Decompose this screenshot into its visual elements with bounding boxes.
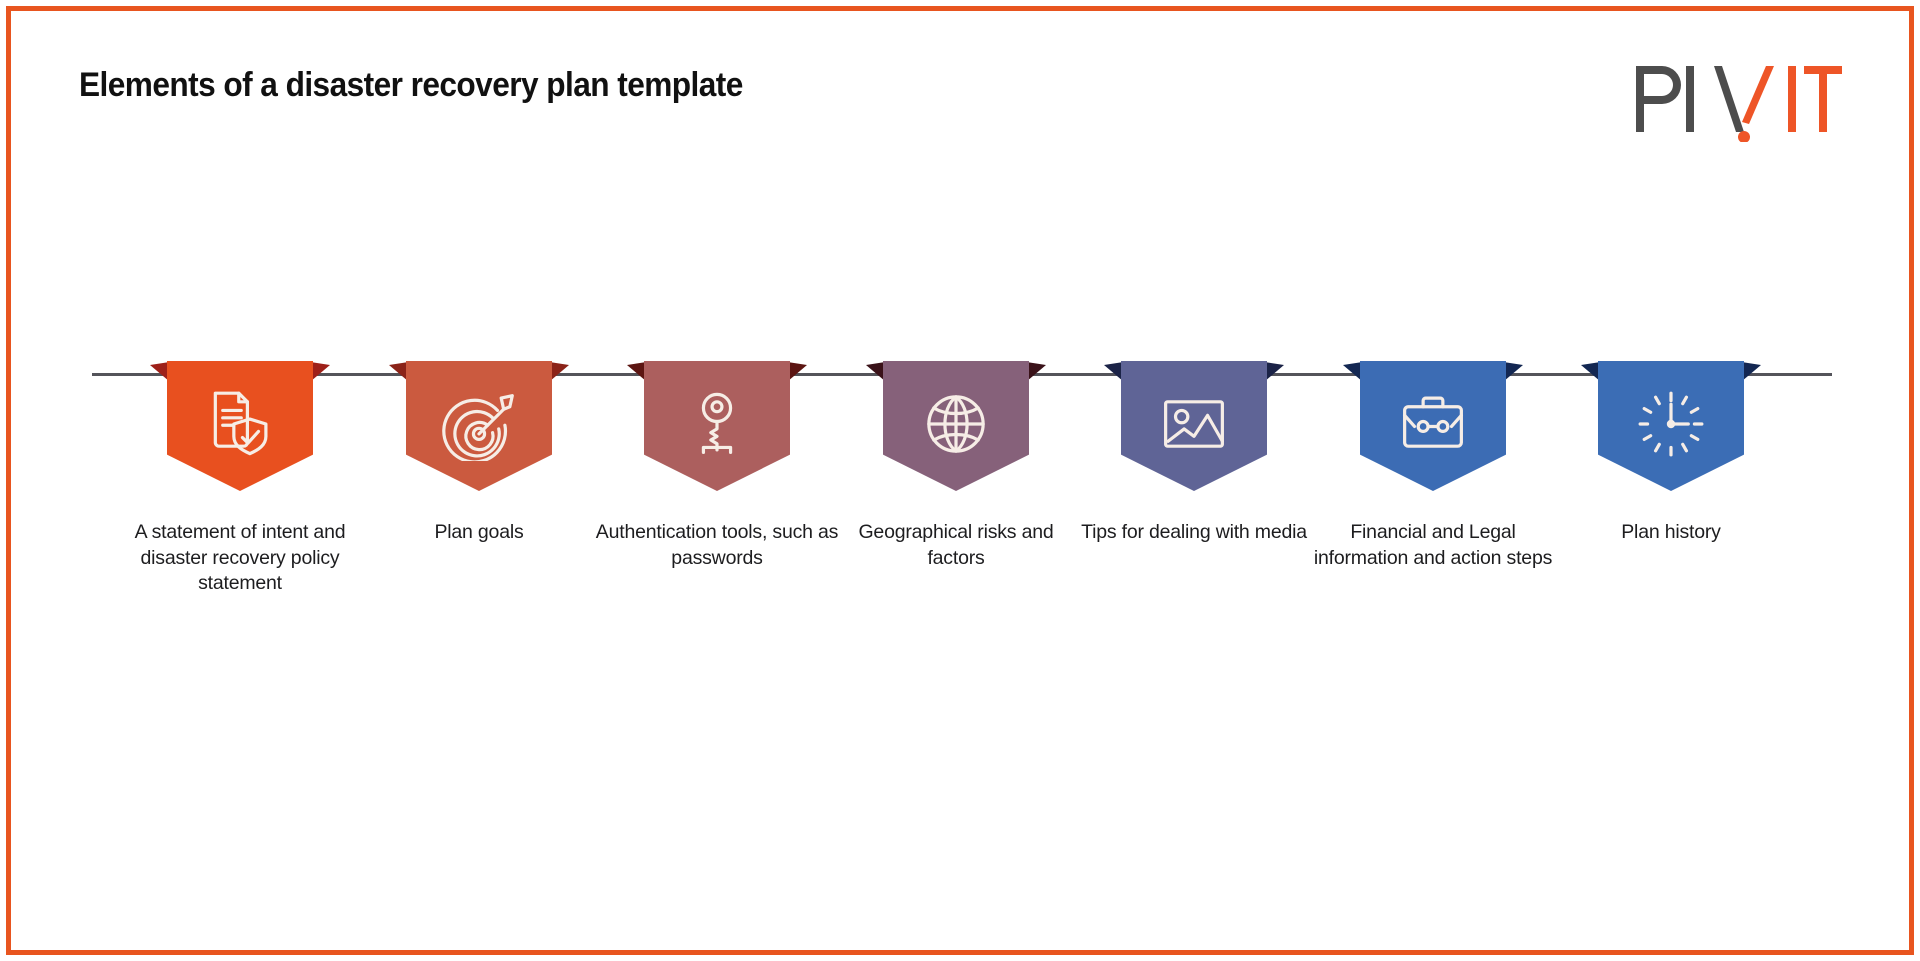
globe-icon [919, 387, 993, 461]
page-title: Elements of a disaster recovery plan tem… [79, 66, 743, 104]
banner-label: Geographical risks and factors [858, 521, 1054, 569]
banner-label: Authentication tools, such as passwords [595, 521, 839, 569]
image-photo-icon [1157, 387, 1231, 461]
logo-accent-dot [1738, 131, 1750, 143]
logo-v-right-stroke [1742, 66, 1774, 124]
banner-pennant [644, 361, 790, 491]
banner-label: Plan goals [434, 521, 524, 543]
logo-letter-i-orange [1788, 66, 1796, 132]
target-dart-icon [442, 387, 516, 464]
banner-media-tips[interactable]: Tips for dealing with media [1081, 352, 1307, 543]
banner-statement-of-intent[interactable]: A statement of intent and disaster recov… [135, 352, 346, 594]
banner-flag [1095, 352, 1293, 502]
banner-financial-legal[interactable]: Financial and Legal information and acti… [1314, 352, 1552, 569]
logo-v-left-stroke [1714, 66, 1744, 132]
logo-letter-t [1804, 66, 1842, 132]
briefcase-icon [1396, 387, 1470, 461]
banner-plan-history[interactable]: Plan history [1572, 352, 1770, 543]
banner-flag [1334, 352, 1532, 502]
banner-pennant [1121, 361, 1267, 491]
banner-label: A statement of intent and disaster recov… [134, 521, 346, 594]
logo-letter-i-gray [1686, 66, 1694, 132]
key-icon [680, 387, 754, 461]
banner-label: Plan history [1621, 521, 1721, 543]
document-shield-check-icon [203, 387, 277, 461]
banner-plan-goals[interactable]: Plan goals [380, 352, 578, 543]
banner-flag [857, 352, 1055, 502]
banner-geographical-risks[interactable]: Geographical risks and factors [857, 352, 1055, 569]
banner-label: Financial and Legal information and acti… [1313, 521, 1553, 569]
banner-flag [1572, 352, 1770, 502]
banner-pennant [1598, 361, 1744, 491]
banner-flag [141, 352, 339, 502]
banner-pennant [167, 361, 313, 491]
banner-pennant [1360, 361, 1506, 491]
banner-label: Tips for dealing with media [1081, 521, 1307, 543]
logo-letter-p [1636, 66, 1681, 132]
banner-authentication-tools[interactable]: Authentication tools, such as passwords [596, 352, 838, 569]
pivit-logo-mark [1636, 66, 1842, 143]
pivit-logo [1632, 58, 1844, 143]
banner-flag [380, 352, 578, 502]
banner-flag [618, 352, 816, 502]
clock-icon [1634, 387, 1708, 461]
banner-pennant [406, 361, 552, 491]
banner-pennant [883, 361, 1029, 491]
